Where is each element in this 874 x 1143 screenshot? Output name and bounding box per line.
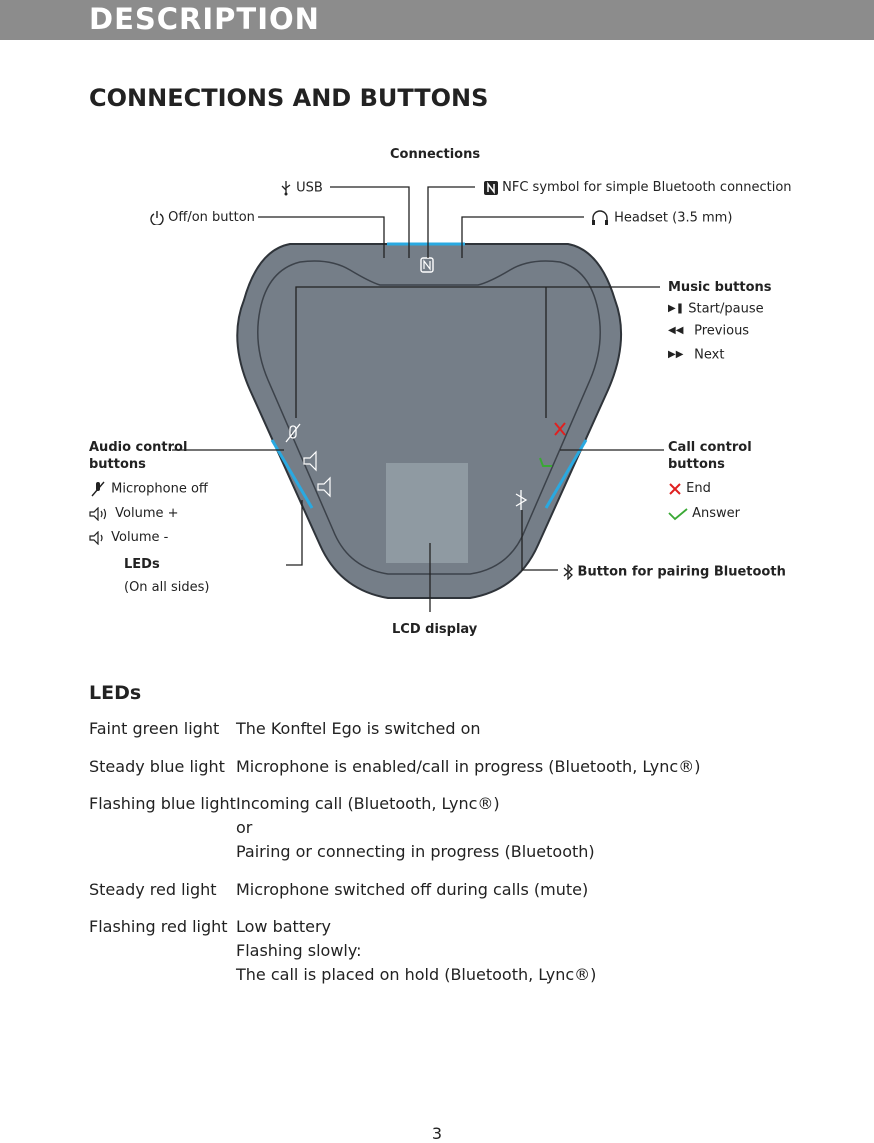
headset-label: Headset (3.5 mm) [590, 210, 732, 227]
call-control-title-2: buttons [668, 457, 725, 472]
device-diagram [172, 186, 664, 612]
connections-label: Connections [390, 147, 481, 162]
nfc-mark [420, 257, 434, 273]
leds-callout-sub: (On all sides) [124, 580, 210, 595]
power-text: Off/on button [168, 210, 255, 225]
microphone-off-icon [91, 481, 105, 497]
led-name: Faint green light [89, 719, 220, 738]
music-previous: ◀◀ Previous [668, 323, 750, 339]
led-right-edge [544, 439, 588, 509]
led-desc-line: Incoming call (Bluetooth, Lync®) [236, 794, 500, 813]
led-desc-line: The call is placed on hold (Bluetooth, L… [236, 965, 597, 984]
nfc-text: NFC symbol for simple Bluetooth connecti… [502, 180, 792, 195]
bt-pairing-label: Button for pairing Bluetooth [563, 564, 786, 581]
device-bt-button [515, 490, 528, 510]
device-body [236, 243, 623, 599]
device-end-button [554, 422, 566, 436]
section-title: CONNECTIONS AND BUTTONS [89, 84, 489, 112]
led-left-edge [270, 439, 314, 509]
header-bar [0, 0, 874, 40]
usb-label: USB [280, 180, 323, 197]
music-buttons-title: Music buttons [668, 280, 772, 295]
volume-down-icon [89, 530, 103, 545]
headset-icon [592, 210, 608, 225]
power-label: Off/on button [150, 210, 255, 226]
device-mic-off-button [285, 423, 301, 443]
call-answer: Answer [668, 506, 740, 522]
music-start-pause: ▶❚ Start/pause [668, 301, 764, 317]
bluetooth-icon [563, 564, 573, 580]
usb-icon [281, 181, 291, 196]
device-volume-down-button [317, 476, 331, 498]
led-name: Flashing red light [89, 917, 228, 936]
led-name: Steady blue light [89, 757, 225, 776]
led-name: Steady red light [89, 880, 217, 899]
call-end: End [668, 481, 711, 497]
device-answer-button [539, 457, 552, 467]
leds-section-title: LEDs [89, 682, 142, 704]
answer-call-icon [668, 507, 688, 520]
leds-callout-title: LEDs [124, 557, 160, 572]
end-call-icon [669, 482, 681, 495]
audio-control-title-2: buttons [89, 457, 146, 472]
audio-control-title-1: Audio control [89, 440, 188, 455]
led-desc-line: Flashing slowly: [236, 941, 362, 960]
lcd-display-screen [386, 463, 468, 563]
audio-volume-down: Volume - [89, 530, 168, 546]
music-next: ▶▶ Next [668, 347, 725, 363]
previous-icon: ◀◀ [668, 325, 684, 336]
audio-mic-off: Microphone off [89, 481, 208, 498]
page-header-title: DESCRIPTION [89, 2, 320, 36]
usb-text: USB [296, 180, 323, 196]
led-desc-line: Pairing or connecting in progress (Bluet… [236, 842, 595, 861]
led-desc-line: Microphone switched off during calls (mu… [236, 880, 589, 899]
lcd-display-label: LCD display [392, 622, 478, 637]
callout-lines [172, 186, 664, 612]
page-number: 3 [431, 1124, 443, 1143]
device-inner-outline [257, 260, 601, 575]
led-desc-line: or [236, 818, 253, 837]
led-desc-line: Microphone is enabled/call in progress (… [236, 757, 701, 776]
nfc-icon [484, 180, 498, 195]
audio-volume-up: Volume + [89, 506, 179, 522]
device-volume-up-button [303, 450, 317, 472]
volume-up-icon [89, 506, 107, 521]
nfc-label: NFC symbol for simple Bluetooth connecti… [484, 180, 792, 196]
led-desc-line: Low battery [236, 917, 331, 936]
next-icon: ▶▶ [668, 349, 684, 360]
play-pause-icon: ▶❚ [668, 303, 685, 314]
led-name: Flashing blue light [89, 794, 236, 813]
led-desc-line: The Konftel Ego is switched on [236, 719, 481, 738]
headset-text: Headset (3.5 mm) [614, 210, 733, 226]
power-icon [150, 210, 164, 225]
call-control-title-1: Call control [668, 440, 752, 455]
